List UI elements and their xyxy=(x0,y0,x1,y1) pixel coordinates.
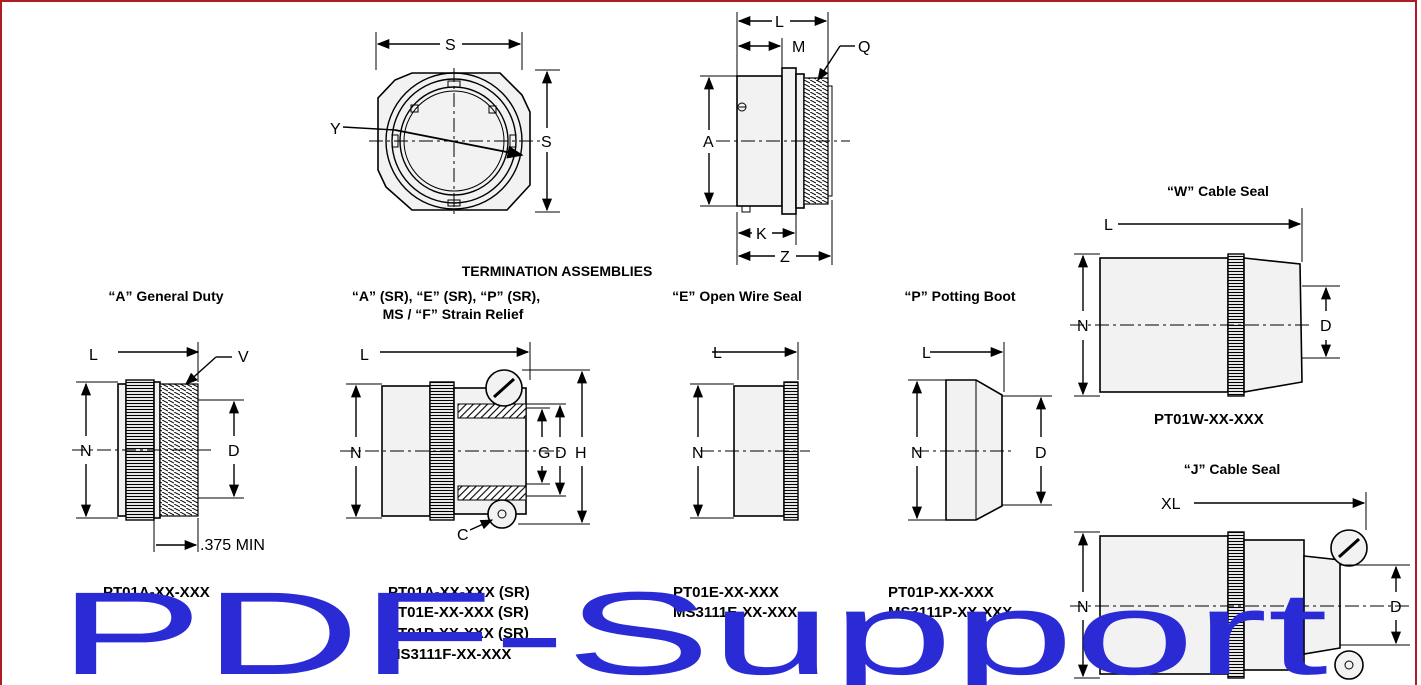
dim-d-a: D xyxy=(228,443,240,460)
termination-title: TERMINATION ASSEMBLIES xyxy=(462,263,653,279)
part-a-general: PT01A-XX-XXX xyxy=(103,584,210,601)
a-general-title: “A” General Duty xyxy=(108,288,223,304)
part-sr-3: PT01P-XX-XXX (SR) xyxy=(388,625,529,642)
dim-s-right: S xyxy=(541,134,552,151)
dim-n-sr: N xyxy=(350,445,362,462)
dim-l-a: L xyxy=(89,347,98,364)
e-open-drawing xyxy=(690,342,810,521)
dim-k: K xyxy=(756,226,767,243)
a-general-drawing xyxy=(72,342,244,552)
strain-relief-drawing xyxy=(340,342,590,531)
dim-l-p: L xyxy=(922,345,931,362)
dim-z: Z xyxy=(780,249,790,266)
dim-c: C xyxy=(457,527,469,544)
watermark: PDF-Support xyxy=(58,568,1328,685)
j-seal-drawing xyxy=(1070,492,1410,680)
dim-g: G xyxy=(538,445,550,462)
p-potting-title: “P” Potting Boot xyxy=(904,288,1016,304)
w-seal-title: “W” Cable Seal xyxy=(1167,183,1269,199)
dim-xl: XL xyxy=(1161,496,1181,513)
front-view xyxy=(342,32,560,215)
dim-d-p: D xyxy=(1035,445,1047,462)
dim-d-sr: D xyxy=(555,445,567,462)
p-potting-drawing xyxy=(908,342,1052,521)
dim-l-w: L xyxy=(1104,217,1113,234)
dim-h: H xyxy=(575,445,587,462)
dim-q: Q xyxy=(858,39,870,56)
dim-l-e: L xyxy=(713,345,722,362)
part-w: PT01W-XX-XXX xyxy=(1154,411,1264,428)
dim-n-w: N xyxy=(1077,318,1089,335)
dim-y: Y xyxy=(330,121,341,138)
dim-l-side: L xyxy=(775,14,784,31)
side-view xyxy=(700,12,855,265)
dim-min: .375 MIN xyxy=(200,537,265,554)
dim-s-top: S xyxy=(445,37,456,54)
dim-d-j: D xyxy=(1390,599,1402,616)
dim-n-p: N xyxy=(911,445,923,462)
part-e-1: PT01E-XX-XXX xyxy=(673,584,779,601)
dim-n-e: N xyxy=(692,445,704,462)
strain-relief-title-1: “A” (SR), “E” (SR), “P” (SR), xyxy=(352,288,540,304)
part-p-2: MS3111P-XX-XXX xyxy=(888,604,1012,621)
strain-relief-title-2: MS / “F” Strain Relief xyxy=(383,306,524,322)
dim-l-sr: L xyxy=(360,347,369,364)
part-e-2: MS3111E-XX-XXX xyxy=(673,604,797,621)
dim-m: M xyxy=(792,39,805,56)
dim-n-a: N xyxy=(80,443,92,460)
dim-v: V xyxy=(238,349,249,366)
part-p-1: PT01P-XX-XXX xyxy=(888,584,994,601)
dim-a: A xyxy=(703,134,714,151)
dim-d-w: D xyxy=(1320,318,1332,335)
part-sr-1: PT01A-XX-XXX (SR) xyxy=(388,584,530,601)
e-open-title: “E” Open Wire Seal xyxy=(672,288,802,304)
w-seal-drawing xyxy=(1070,208,1340,397)
dim-n-j: N xyxy=(1077,599,1089,616)
j-seal-title: “J” Cable Seal xyxy=(1184,461,1281,477)
part-sr-4: MS3111F-XX-XXX xyxy=(388,646,511,663)
part-sr-2: PT01E-XX-XXX (SR) xyxy=(388,604,529,621)
